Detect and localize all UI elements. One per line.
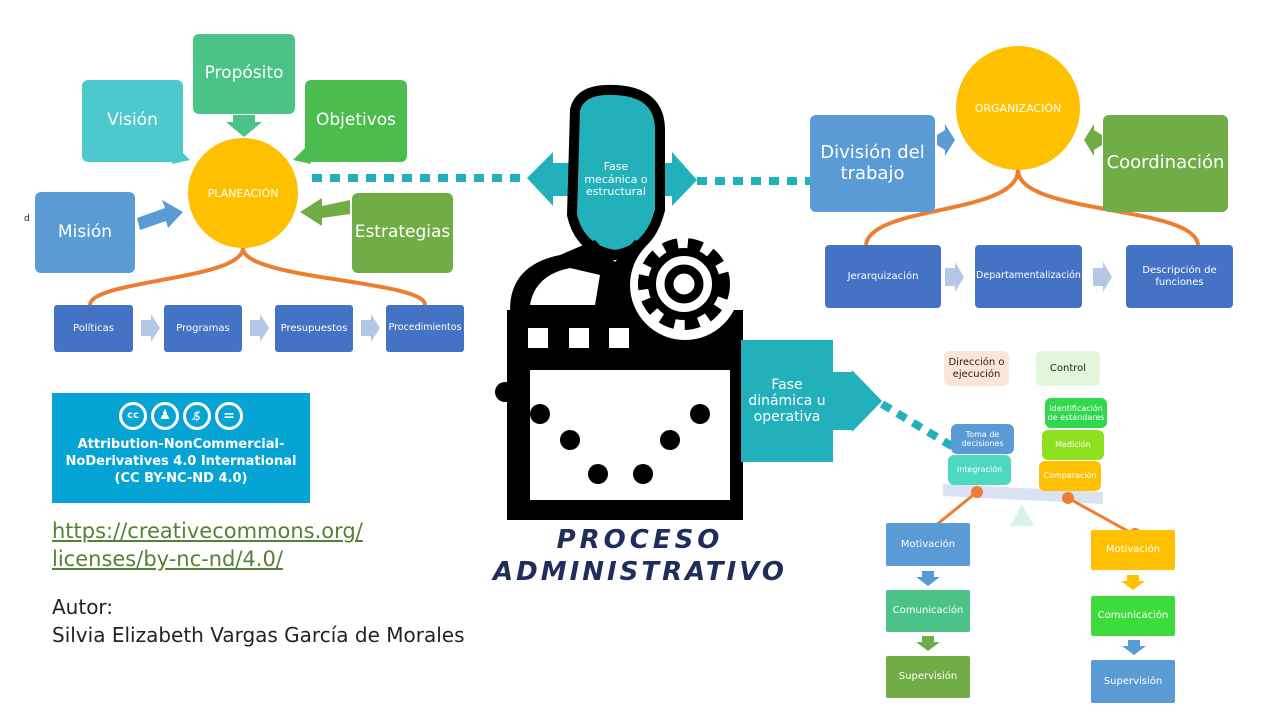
motivacion-right-box: Motivación [1091, 530, 1175, 570]
comparacion-box: Comparación [1039, 461, 1101, 491]
presupuestos-box: Presupuestos [275, 305, 353, 352]
arrow-coordinacion [1084, 124, 1102, 156]
dotted-line-dynamic [879, 400, 958, 452]
programas-box: Programas [164, 305, 242, 352]
integracion-box: Integración [948, 455, 1011, 485]
medicion-box: Medición [1042, 430, 1104, 460]
descripcion-funciones-box: Descripción de funciones [1126, 245, 1233, 308]
comunicacion-right-box: Comunicación [1091, 596, 1175, 636]
arrow-proposito [226, 115, 262, 137]
license-link-line-1[interactable]: https://creativecommons.org/ [52, 519, 363, 543]
control-label: Control [1036, 351, 1100, 386]
administrator-figure-icon [495, 84, 743, 520]
comunicacion-left-box: Comunicación [886, 590, 970, 632]
politicas-box: Políticas [54, 305, 133, 352]
jerarquizacion-box: Jerarquización [825, 245, 941, 308]
coordinacion-box: Coordinación [1103, 115, 1228, 212]
mision-box: Misión [35, 192, 135, 273]
author-name: Silvia Elizabeth Vargas García de Morale… [52, 623, 465, 647]
organizacion-step-arrows [945, 262, 1112, 292]
gear-icon [638, 238, 730, 330]
dynamic-arrow [833, 370, 882, 432]
departamentalizacion-box: Departamentalización [975, 245, 1082, 308]
license-badge[interactable]: cc ♟ $̸ = Attribution-NonCommercial-NoDe… [52, 393, 310, 503]
cc-icon: cc [119, 402, 147, 430]
planeacion-circle: PLANEACIÓN [188, 138, 298, 248]
arrow-mision [137, 200, 183, 230]
arrow-division [937, 124, 955, 156]
noderivatives-icon: = [215, 402, 243, 430]
division-trabajo-box: División del trabajo [810, 115, 935, 212]
fase-dinamica-box: Fase dinámica u operativa [741, 340, 833, 462]
license-link-line-2[interactable]: licenses/by-nc-nd/4.0/ [52, 547, 283, 571]
supervision-right-box: Supervisión [1091, 660, 1175, 703]
motivacion-left-box: Motivación [886, 523, 970, 566]
author-label: Autor: [52, 595, 114, 619]
title-line-2: ADMINISTRATIVO [493, 557, 787, 587]
page-title: PROCESO ADMINISTRATIVO [480, 524, 800, 588]
license-link[interactable]: https://creativecommons.org/ licenses/by… [52, 517, 363, 573]
author-block: Autor: Silvia Elizabeth Vargas García de… [52, 593, 465, 649]
title-line-1: PROCESO [556, 525, 724, 555]
stray-mark: d [24, 214, 30, 225]
attribution-icon: ♟ [151, 402, 179, 430]
license-icons: cc ♟ $̸ = [52, 402, 310, 430]
procedimientos-box: Procedimientos [386, 305, 464, 352]
toma-decisiones-box: Toma de decisiones [951, 424, 1014, 454]
proposito-box: Propósito [193, 34, 295, 114]
vision-box: Visión [82, 80, 183, 162]
estrategias-box: Estrategias [352, 193, 453, 273]
noncommercial-icon: $̸ [183, 402, 211, 430]
objetivos-box: Objetivos [305, 80, 407, 162]
identificacion-estandares-box: Identificación de estándares [1045, 398, 1107, 428]
arrow-estrategias [300, 198, 350, 226]
planeacion-step-arrows [141, 314, 380, 342]
direccion-label: Dirección o ejecución [944, 351, 1009, 386]
license-badge-text: Attribution-NonCommercial-NoDerivatives … [65, 437, 297, 486]
fase-mecanica-label: Fase mecánica o estructural [584, 160, 648, 199]
organizacion-circle: ORGANIZACIÓN [956, 46, 1080, 170]
planeacion-bracket [88, 247, 427, 306]
supervision-left-box: Supervisión [886, 656, 970, 698]
